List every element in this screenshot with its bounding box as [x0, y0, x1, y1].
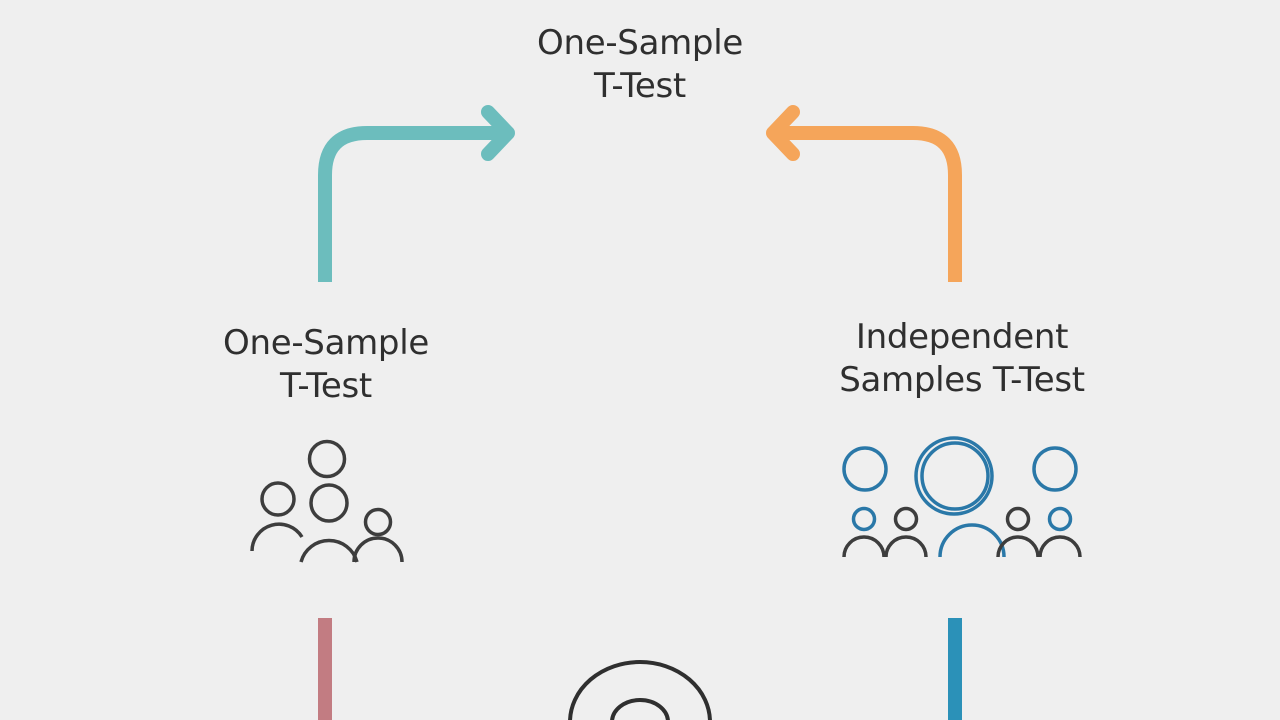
right-node-label: Independent Samples T-Test	[762, 316, 1162, 402]
group-people-icon	[250, 439, 404, 563]
left-node-label: One-Sample T-Test	[126, 322, 526, 408]
top-node-label: One-Sample T-Test	[440, 22, 840, 108]
bottom-left-connector-line	[318, 618, 332, 720]
bottom-right-connector-line	[948, 618, 962, 720]
right-node-label-line2: Samples T-Test	[839, 360, 1085, 400]
two-groups-people-icon	[842, 436, 1082, 558]
target-icon	[568, 660, 712, 720]
right-node-label-line1: Independent	[855, 317, 1069, 357]
top-node-label-line1: One-Sample	[537, 23, 743, 63]
right-to-top-arrow	[766, 105, 962, 282]
left-node-label-line1: One-Sample	[223, 323, 429, 363]
left-node-label-line2: T-Test	[280, 366, 372, 406]
left-to-top-arrow	[318, 105, 515, 282]
top-node-label-line2: T-Test	[594, 66, 686, 106]
